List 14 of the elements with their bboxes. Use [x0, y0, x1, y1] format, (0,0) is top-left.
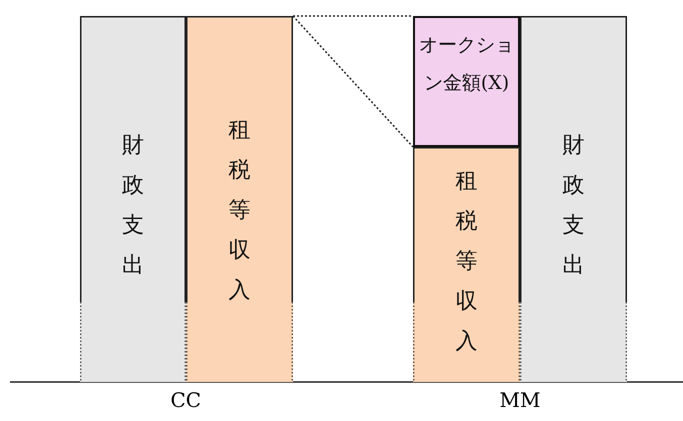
axis-label: CC: [170, 388, 202, 412]
bar: [80, 16, 186, 382]
dotted-line: [292, 16, 414, 148]
bar: [413, 16, 520, 147]
axis-label: MM: [500, 388, 540, 412]
bar-label: 財政支出: [562, 132, 586, 280]
bar-label: 租税等収入: [454, 168, 478, 356]
bar: [413, 147, 520, 382]
dotted-line: [293, 15, 413, 17]
bar-label: 租税等収入: [228, 117, 252, 305]
bar-label: オークション金額(X): [419, 33, 514, 96]
bar: [520, 16, 627, 382]
bar: [186, 16, 293, 382]
bar-label: 財政支出: [121, 132, 145, 280]
